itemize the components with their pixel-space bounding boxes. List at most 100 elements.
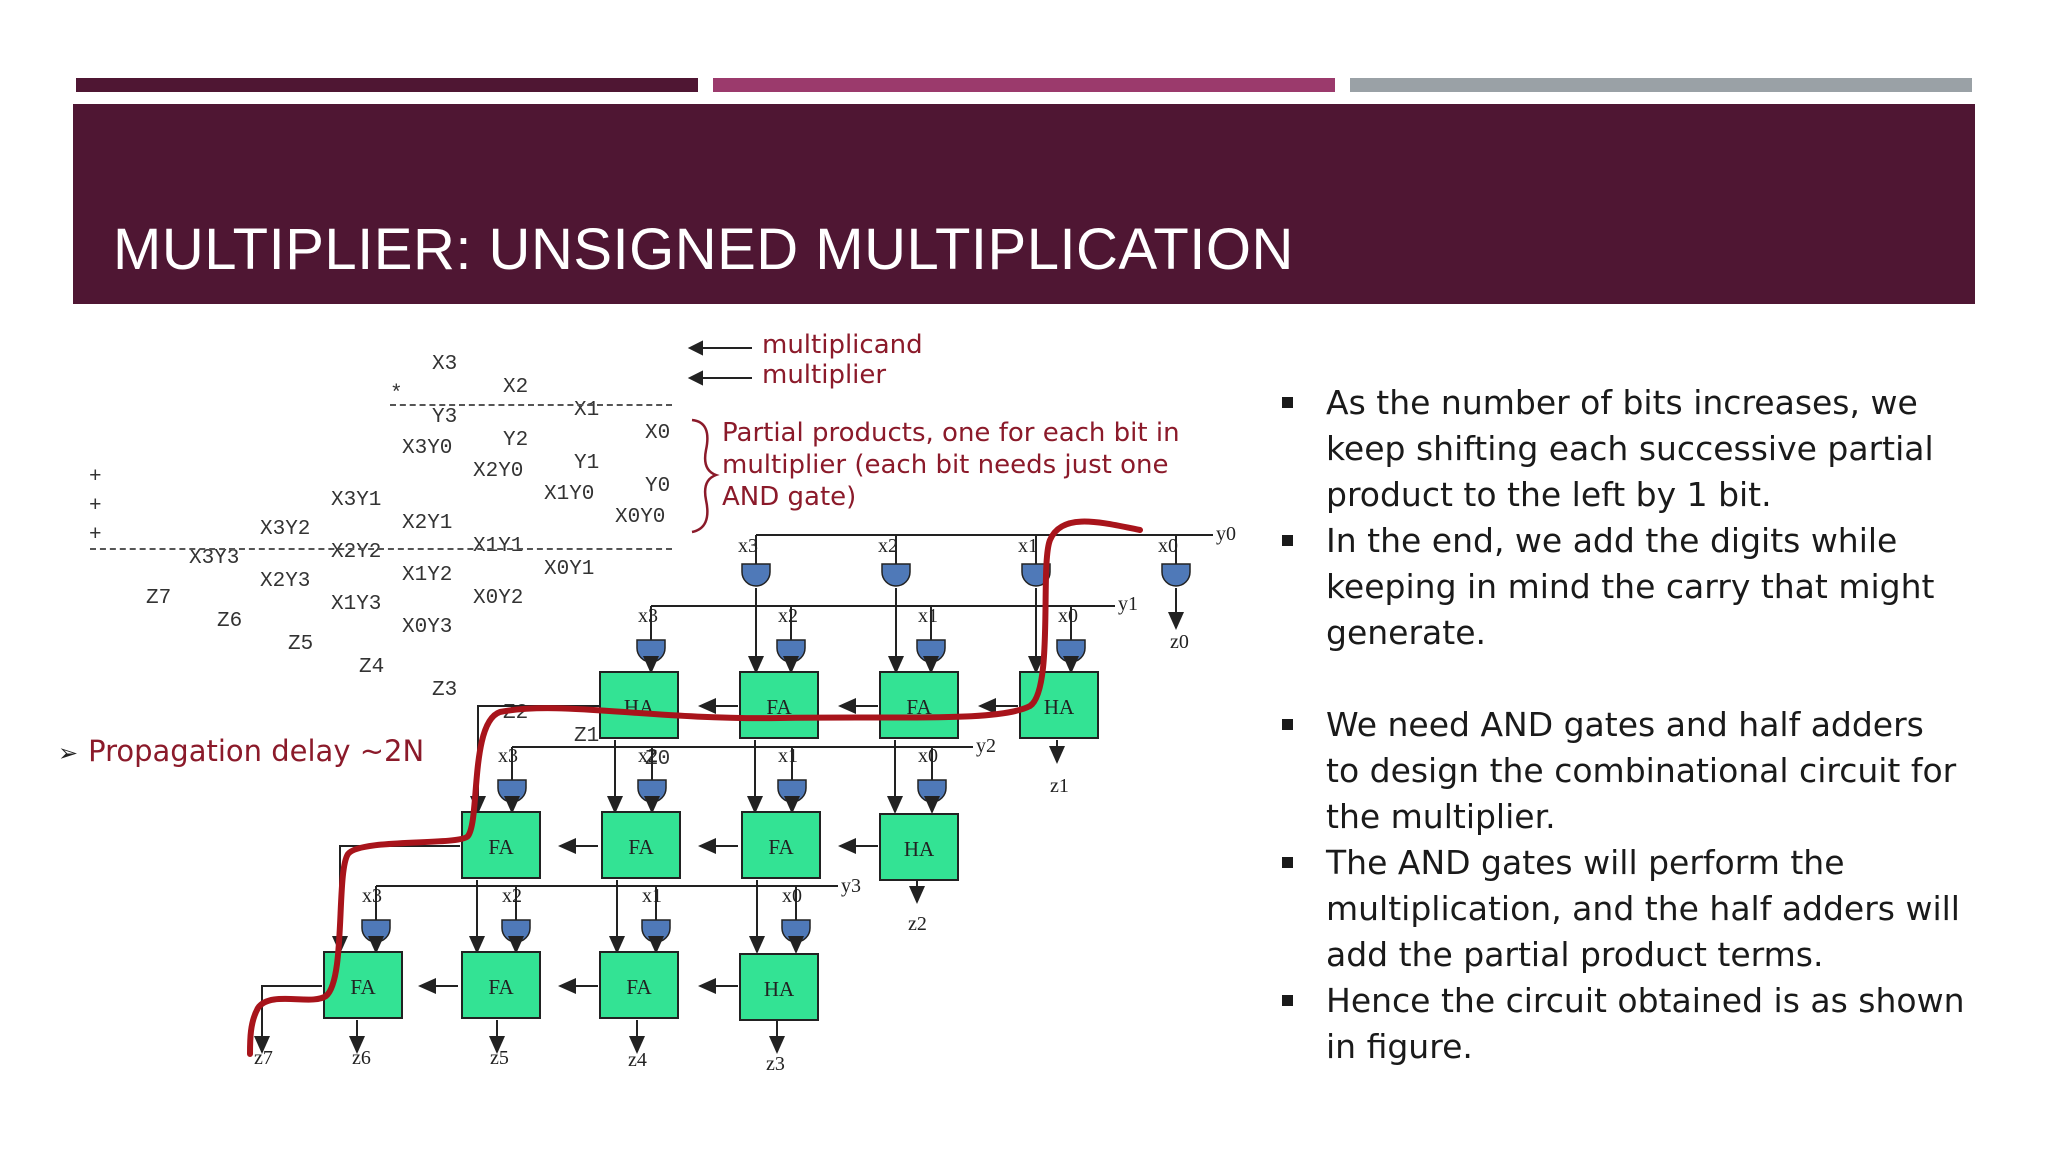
table-cell: X2Y1 (402, 512, 453, 535)
table-row-partial: + X3Y1 X2Y1 X1Y1 X0Y1 (80, 443, 680, 581)
bullet-line: As the number of bits increases, we (1326, 383, 1918, 422)
input-label: x0 (1158, 535, 1178, 557)
table-cell: X2 (503, 376, 529, 399)
gate-row-1 (636, 606, 1086, 663)
accent-bar-magenta (713, 78, 1335, 92)
input-label: x3 (638, 605, 658, 627)
block-label: FA (626, 975, 652, 999)
input-label: x3 (738, 535, 758, 557)
partial-products-line-3: AND gate) (722, 482, 857, 512)
propagation-delay-text: Propagation delay ~2N (88, 734, 425, 768)
output-label: z7 (254, 1047, 273, 1069)
table-cell: X0Y3 (402, 616, 453, 639)
square-bullet-icon (1282, 535, 1293, 546)
output-label: z3 (766, 1053, 785, 1075)
and-gate-icon (641, 919, 671, 943)
critical-path-curve (247, 518, 1143, 1057)
input-label: x0 (918, 745, 938, 767)
adder-block (599, 951, 679, 1019)
and-gate-icon (1056, 639, 1086, 663)
table-divider (90, 548, 672, 550)
table-cell: X1Y3 (331, 593, 382, 616)
bullet-line: add the partial product terms. (1326, 935, 1824, 974)
table-cell: X2Y3 (260, 570, 311, 593)
bullet-line: the multiplier. (1326, 797, 1556, 836)
output-label: z4 (628, 1049, 647, 1071)
and-gate-icon (781, 919, 811, 943)
adder-row-2: FA FA FA HA (461, 811, 959, 881)
block-label: HA (1044, 695, 1075, 719)
input-label: x1 (918, 605, 938, 627)
table-cell: X3Y3 (189, 547, 240, 570)
table-cell: X1Y2 (402, 564, 453, 587)
input-label: x3 (498, 745, 518, 767)
input-label: y3 (841, 875, 861, 897)
and-gate-icon (501, 919, 531, 943)
table-cell: X2Y2 (331, 541, 382, 564)
and-gate-icon (637, 779, 667, 803)
bullet-item: As the number of bits increases, we keep… (1280, 380, 1980, 518)
and-gate-icon (916, 639, 946, 663)
adder-block (879, 813, 959, 881)
and-gate-icon (497, 779, 527, 803)
table-cell: Z1 (574, 725, 600, 748)
block-label: FA (768, 835, 794, 859)
output-label: z6 (352, 1047, 371, 1069)
gate-row-3 (361, 886, 811, 943)
table-row-partial: + X3Y3 X2Y3 X1Y3 X0Y3 (80, 501, 680, 639)
output-label: z2 (908, 913, 927, 935)
and-gate-icon (741, 563, 771, 587)
and-gate-icon (917, 779, 947, 803)
input-label: x0 (1058, 605, 1078, 627)
table-cell: X0Y2 (473, 587, 524, 610)
input-label: x1 (778, 745, 798, 767)
square-bullet-icon (1282, 857, 1293, 868)
table-cell: Y1 (574, 452, 600, 475)
adder-block (741, 811, 821, 879)
adder-block (739, 953, 819, 1021)
and-gate-icon (777, 779, 807, 803)
input-label: x2 (778, 605, 798, 627)
gate-row-2 (497, 747, 947, 803)
gate-row-0 (741, 535, 1191, 587)
input-label: x1 (1018, 535, 1038, 557)
table-cell: X1Y0 (544, 483, 595, 506)
multiplicand-label: multiplicand (762, 330, 923, 360)
arrow-bullet-icon: ➢ (58, 739, 79, 767)
block-label: HA (904, 837, 935, 861)
input-label: y1 (1118, 593, 1138, 615)
adder-block (739, 671, 819, 739)
input-label: y2 (976, 735, 996, 757)
z-output-labels: z0 z1 z2 z3 z4 z5 z6 z7 (254, 631, 1189, 1075)
adder-block (879, 671, 959, 739)
partial-products-line-2: multiplier (each bit needs just one (722, 450, 1169, 480)
table-cell: X3 (432, 353, 458, 376)
bullet-item: Hence the circuit obtained is as shown i… (1280, 978, 1980, 1070)
bullet-line: keep shifting each successive partial (1326, 429, 1934, 468)
bullet-line: multiplication, and the half adders will (1326, 889, 1960, 928)
bullet-item: The AND gates will perform the multiplic… (1280, 840, 1980, 978)
accent-bar-dark (76, 78, 698, 92)
bullet-line: product to the left by 1 bit. (1326, 475, 1772, 514)
and-gate-icon (636, 639, 666, 663)
input-label: x1 (642, 885, 662, 907)
output-label: z0 (1170, 631, 1189, 653)
table-row-partial: + X3Y2 X2Y2 X1Y2 X0Y2 (80, 472, 680, 610)
y-input-labels: y0 y1 y2 y3 (841, 523, 1236, 897)
block-label: HA (764, 977, 795, 1001)
table-cell: X0Y0 (615, 506, 666, 529)
output-label: z1 (1050, 775, 1069, 797)
table-cell: X2Y0 (473, 460, 524, 483)
adder-block (599, 671, 679, 739)
bullet-line: to design the combinational circuit for (1326, 751, 1957, 790)
table-cell: Z5 (288, 633, 314, 656)
bullet-line: In the end, we add the digits while (1326, 521, 1898, 560)
block-label: FA (488, 835, 514, 859)
table-cell: Y3 (432, 406, 458, 429)
block-label: FA (628, 835, 654, 859)
block-label: FA (488, 975, 514, 999)
and-gate-icon (881, 563, 911, 587)
table-prefix: * (390, 383, 403, 406)
output-label: z5 (490, 1047, 509, 1069)
